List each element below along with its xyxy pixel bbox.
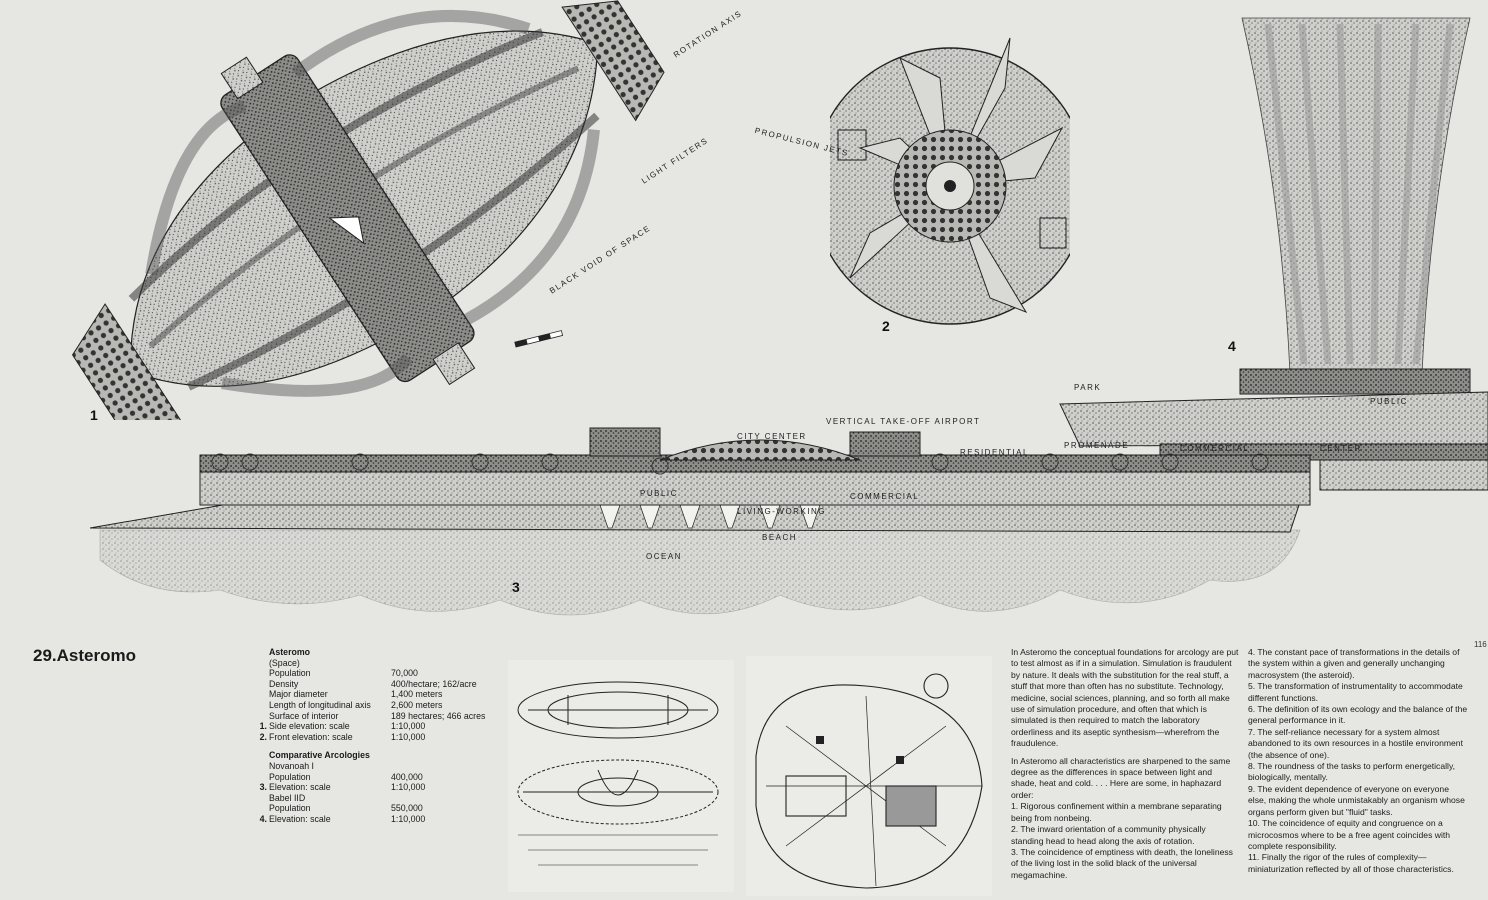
label-vertical-take-off-airport: VERTICAL TAKE-OFF AIRPORT: [826, 417, 981, 426]
label-commercial-right: COMMERCIAL: [1180, 444, 1250, 453]
body-paragraph: In Asteromo all characteristics are shar…: [1011, 755, 1231, 800]
label-commercial: COMMERCIAL: [850, 492, 920, 501]
figure-3-novanoah-elevation-drawing: [89, 427, 1311, 616]
label-living-working: LIVING-WORKING: [737, 507, 827, 516]
spec-row: Novanoah I: [269, 760, 314, 771]
figure-4-number: 4: [1228, 338, 1236, 354]
figure-1-number: 1: [90, 407, 98, 423]
figure-2-number: 2: [882, 318, 890, 334]
figure-2-front-elevation-drawing: [830, 37, 1070, 325]
list-item: 6. The definition of its own ecology and…: [1248, 704, 1468, 726]
sketch-right-drawing: [746, 656, 992, 896]
spec-row: Babel IID: [269, 792, 306, 803]
list-item: 3. The coincidence of emptiness with dea…: [1011, 846, 1233, 880]
list-item: 1. Rigorous confinement within a membran…: [1011, 801, 1222, 823]
body-text-left-column: In Asteromo the conceptual foundations f…: [1011, 647, 1239, 881]
page-title: 29.Asteromo: [33, 646, 136, 665]
spec-subtitle: (Space): [269, 657, 300, 668]
page-number: 116: [1474, 640, 1487, 649]
figure-4-babel-tower-drawing: [1059, 17, 1488, 491]
figure-3-number: 3: [512, 579, 520, 595]
body-paragraph: In Asteromo the conceptual foundations f…: [1011, 647, 1239, 749]
comparative-heading: Comparative Arcologies: [269, 750, 370, 761]
spec-name: Asteromo: [269, 647, 311, 657]
label-center-right: CENTER: [1320, 444, 1362, 453]
list-item: 7. The self-reliance necessary for a sys…: [1248, 726, 1463, 760]
list-item: 8. The roundness of the tasks to perform…: [1248, 761, 1455, 783]
label-city-center: CITY CENTER: [737, 432, 807, 441]
figure-1-side-elevation-drawing: [71, 0, 665, 420]
label-park: PARK: [1074, 383, 1102, 392]
list-item: 9. The evident dependence of everyone on…: [1248, 783, 1465, 817]
label-ocean: OCEAN: [646, 552, 682, 561]
list-item: 11. Finally the rigor of the rules of co…: [1248, 852, 1454, 874]
label-residential: RESIDENTIAL: [960, 448, 1029, 457]
list-item: 10. The coincidence of equity and congru…: [1248, 818, 1451, 851]
label-public-right: PUBLIC: [1370, 397, 1408, 406]
label-public: PUBLIC: [640, 489, 678, 498]
sketch-left-drawing: [508, 660, 734, 892]
body-text-right-column: 4. The constant pace of transformations …: [1248, 647, 1468, 875]
label-promenade: PROMENADE: [1064, 441, 1130, 450]
label-beach: BEACH: [762, 533, 798, 542]
list-item: 4. The constant pace of transformations …: [1248, 647, 1460, 680]
list-item: 2. The inward orientation of a community…: [1011, 824, 1206, 846]
list-item: 5. The transformation of instrumentality…: [1248, 681, 1463, 703]
